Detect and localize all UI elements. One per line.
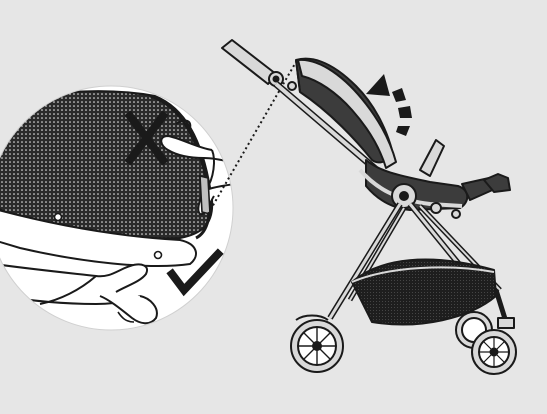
release-lever [200, 176, 210, 214]
screw-left [55, 214, 62, 221]
rear-wheel [291, 320, 343, 372]
front-wheel [472, 330, 516, 374]
screw-right [155, 252, 162, 259]
handle-joint-small [288, 82, 296, 90]
